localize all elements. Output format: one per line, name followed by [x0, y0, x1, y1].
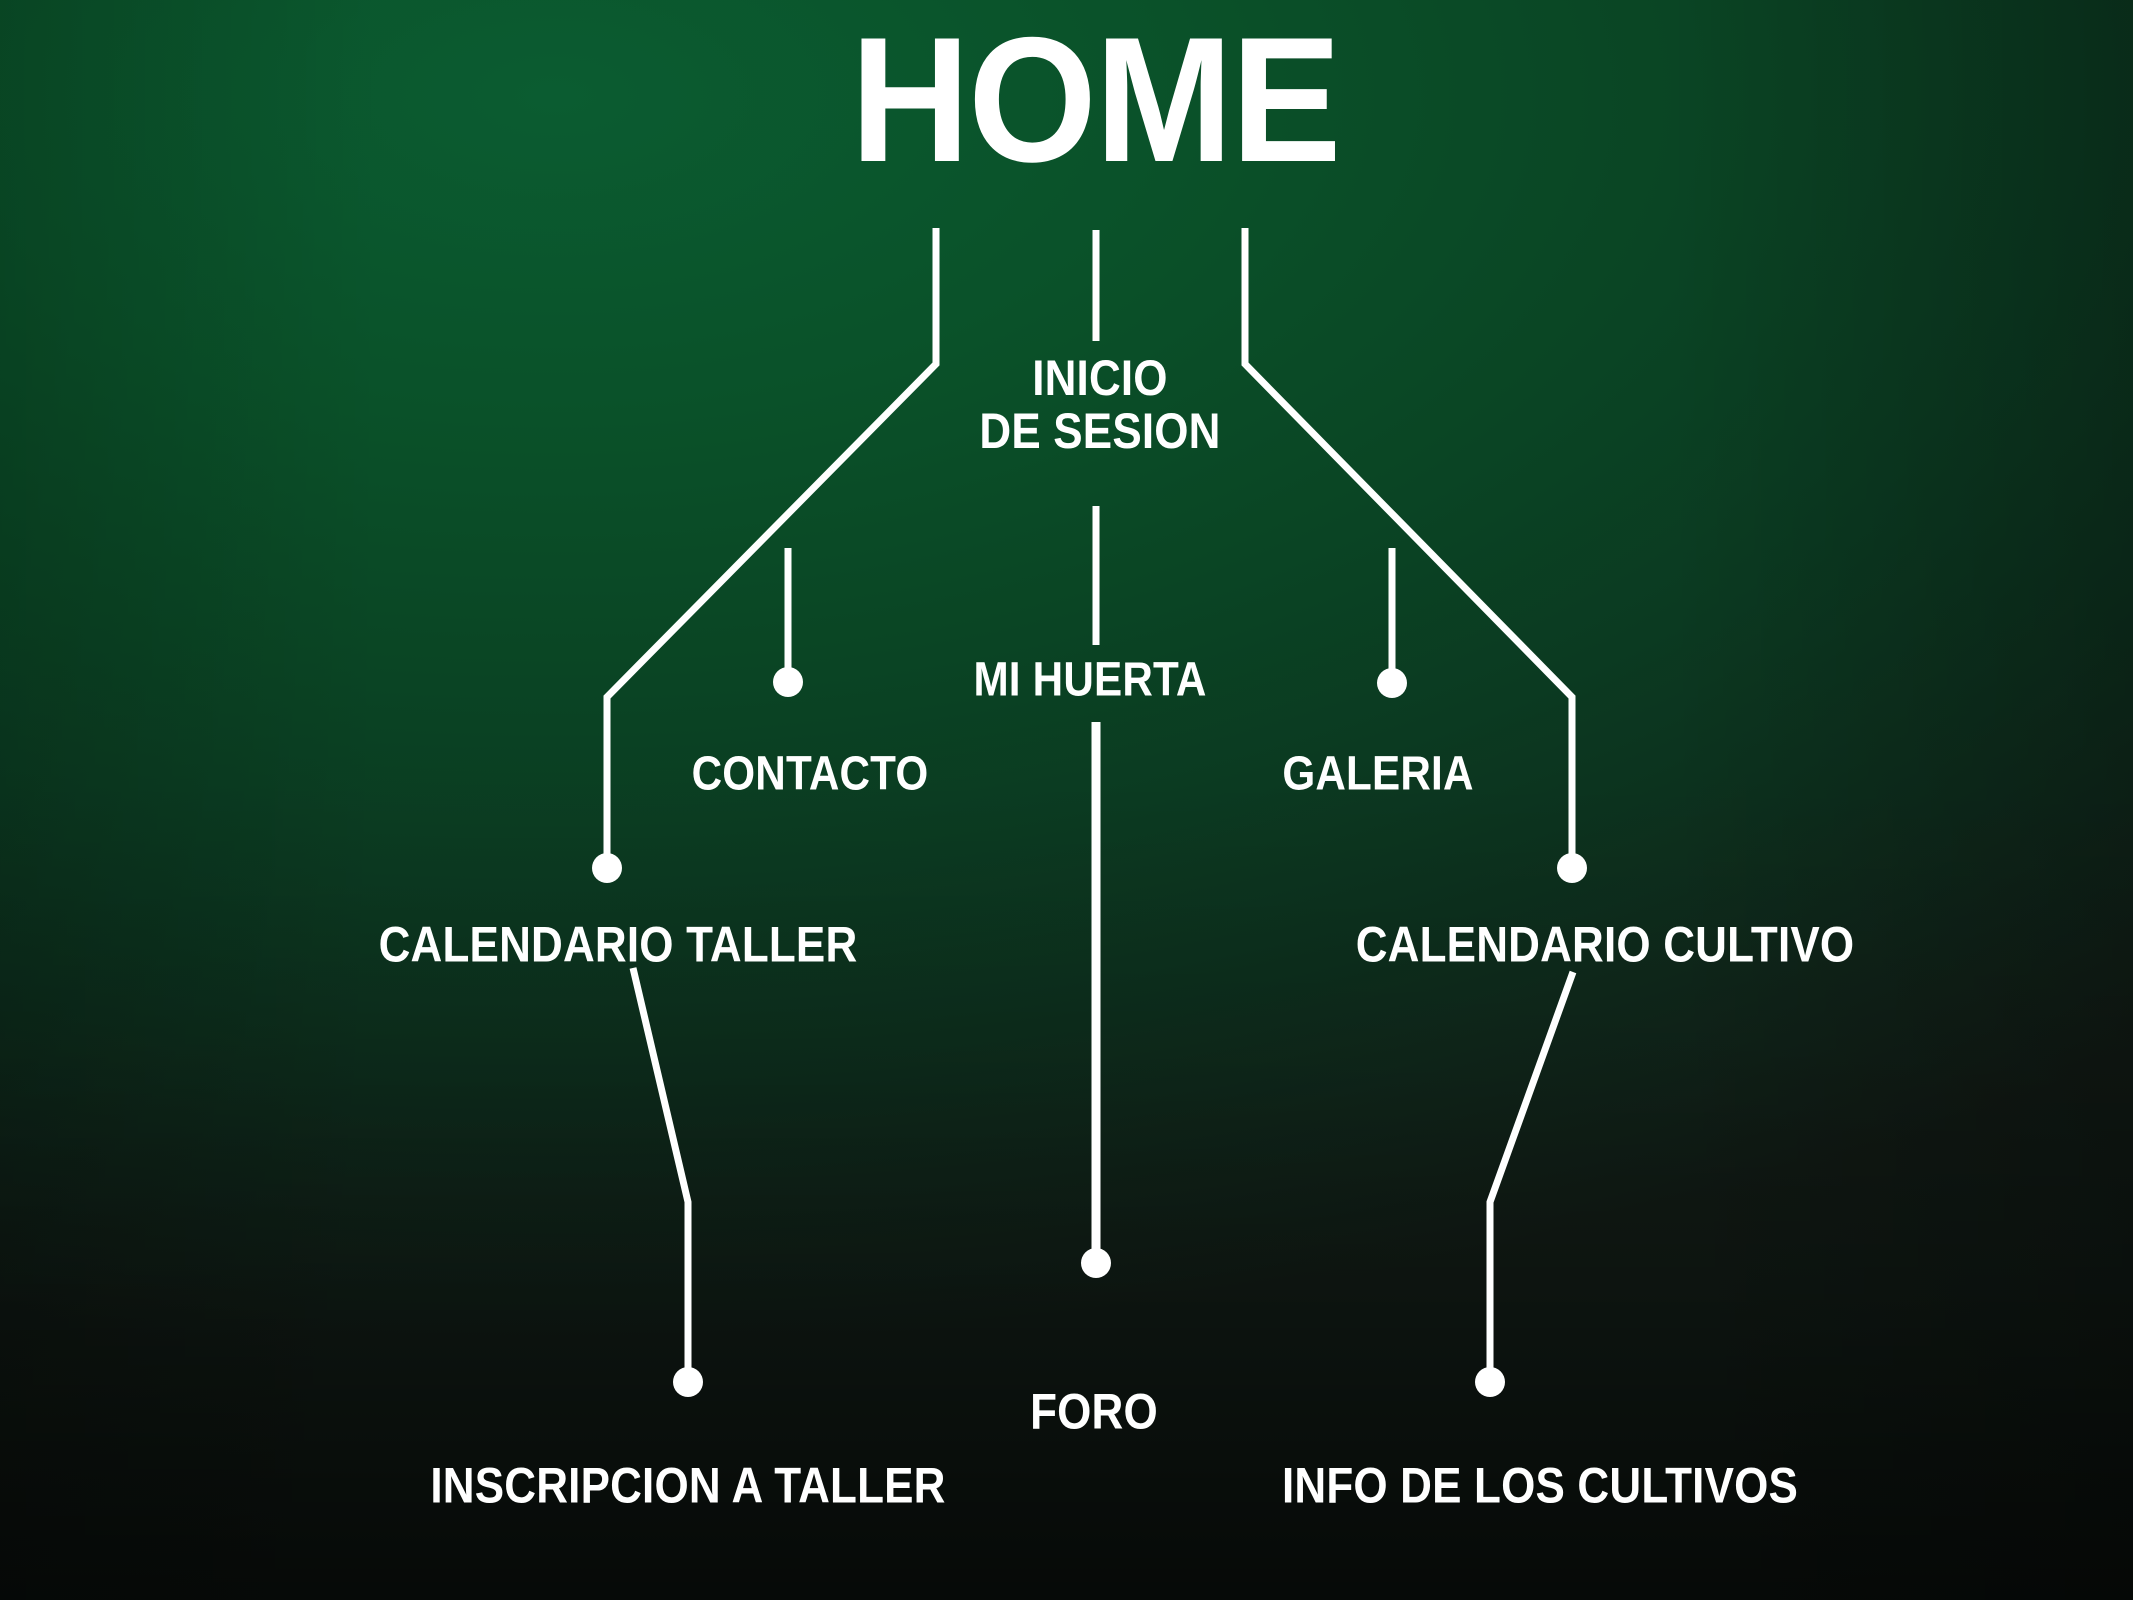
endpoint-dot-foro: [1081, 1248, 1111, 1278]
node-contacto-label: CONTACTO: [691, 747, 929, 801]
node-galeria-label: GALERIA: [1282, 747, 1474, 801]
node-inicio-de-sesion-line2: DE SESION: [979, 403, 1221, 459]
node-foro[interactable]: FORO: [1021, 1383, 1166, 1440]
page-title: HOME: [832, 11, 1358, 189]
endpoint-dot-calendario-taller: [592, 853, 622, 883]
endpoint-dot-galeria: [1377, 668, 1407, 698]
link-calendario-cultivo-to-info-cultivos: [1486, 970, 1577, 1378]
node-calendario-cultivo-label: CALENDARIO CULTIVO: [1355, 916, 1855, 973]
node-calendario-taller[interactable]: CALENDARIO TALLER: [346, 916, 890, 973]
node-inicio-de-sesion[interactable]: INICIO DE SESION: [963, 352, 1237, 458]
node-info-de-los-cultivos-label: INFO DE LOS CULTIVOS: [1281, 1457, 1799, 1514]
endpoint-dot-info-cultivos: [1475, 1367, 1505, 1397]
node-inscripcion-a-taller-label: INSCRIPCION A TALLER: [430, 1457, 946, 1514]
endpoint-dot-inscripcion: [673, 1367, 703, 1397]
endpoint-dot-contacto: [773, 667, 803, 697]
node-contacto[interactable]: CONTACTO: [675, 747, 944, 801]
node-inscripcion-a-taller[interactable]: INSCRIPCION A TALLER: [395, 1457, 980, 1514]
link-home-to-calendario-taller: [603, 228, 940, 862]
node-inicio-de-sesion-line1: INICIO: [1032, 350, 1168, 406]
node-calendario-cultivo[interactable]: CALENDARIO CULTIVO: [1322, 916, 1889, 973]
page-title-text: HOME: [850, 0, 1341, 199]
endpoint-dot-calendario-cultivo: [1557, 853, 1587, 883]
node-calendario-taller-label: CALENDARIO TALLER: [378, 916, 858, 973]
node-mi-huerta-label: MI HUERTA: [973, 653, 1207, 707]
node-mi-huerta[interactable]: MI HUERTA: [958, 653, 1223, 707]
node-foro-label: FORO: [1030, 1383, 1158, 1440]
link-calendario-taller-to-inscripcion: [629, 967, 692, 1378]
node-galeria[interactable]: GALERIA: [1269, 747, 1486, 801]
link-home-to-calendario-cultivo: [1241, 228, 1576, 862]
node-info-de-los-cultivos[interactable]: INFO DE LOS CULTIVOS: [1247, 1457, 1833, 1514]
